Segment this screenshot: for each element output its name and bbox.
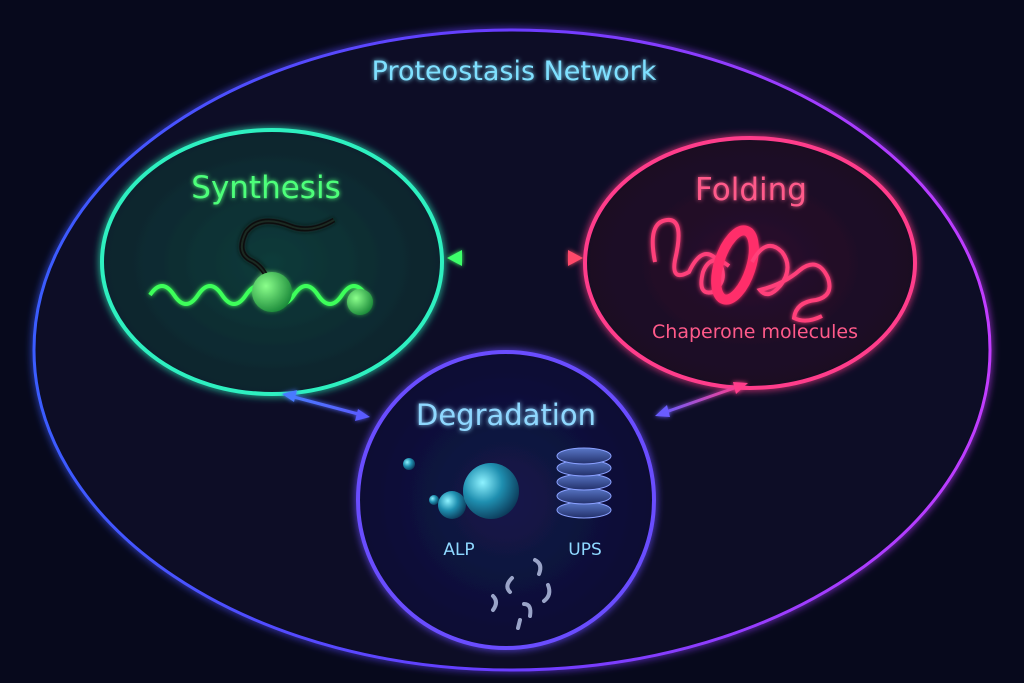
ribosome-mrna-icon (148, 217, 373, 315)
arrow-degradation-folding (655, 382, 748, 417)
peptide-fragments-icon (491, 558, 552, 630)
folding-label: Folding (695, 172, 807, 208)
ups-label: UPS (568, 540, 602, 560)
folding-sublabel: Chaperone molecules (652, 321, 858, 343)
proteasome-icon (556, 447, 612, 519)
arrow-synthesis-folding (447, 250, 583, 266)
alp-label: ALP (443, 540, 474, 560)
folding-chain-icon (650, 217, 832, 323)
synthesis-circle (100, 128, 444, 396)
vesicle-icon (403, 458, 519, 519)
network-title: Proteostasis Network (372, 56, 657, 87)
arrow-synthesis-degradation (282, 390, 370, 421)
synthesis-label: Synthesis (191, 170, 340, 206)
degradation-label: Degradation (416, 398, 596, 432)
